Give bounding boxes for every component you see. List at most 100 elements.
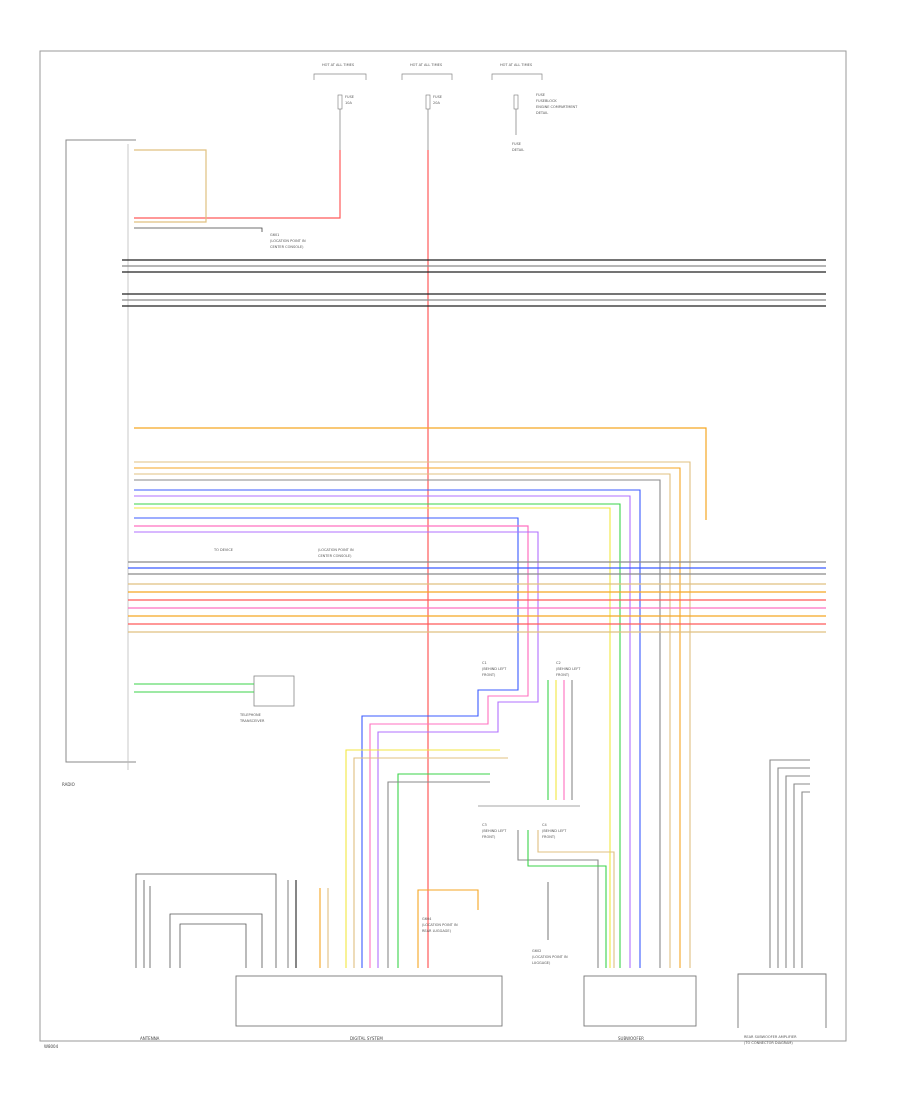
wire-c4-tan (537, 830, 615, 968)
antenna-inner (169, 913, 263, 968)
wire-violet-a (134, 495, 631, 968)
fuse-box-3: HOT AT ALL TIMES FUSE FUSEBLOCK ENGINE C… (491, 63, 578, 152)
wire-red-power-1 (134, 150, 341, 219)
c3-label-3: FRONT) (482, 835, 496, 839)
fuse-3-line-4: DETAIL (536, 111, 548, 115)
antenna-outline (135, 873, 277, 968)
rear-amp-label-1: REAR SUBWOOFER AMPLIFIER (744, 1035, 797, 1039)
telephone-box (253, 675, 295, 707)
c1-label-3: FRONT) (482, 673, 496, 677)
rear-wire-3 (785, 775, 810, 968)
fuse-2-fuse (425, 94, 431, 110)
ground-upper-3: CENTER CONSOLE) (270, 245, 304, 249)
amplifier-box (235, 975, 503, 1027)
c4-label-2: (BEHIND LEFT (542, 829, 567, 833)
antenna-label: ANTENNA (140, 1036, 160, 1041)
sub-ground-3: LUGGAGE) (532, 961, 551, 965)
wire-tan-a (134, 461, 691, 968)
amplifier-label: DIGITAL SYSTEM (350, 1036, 383, 1041)
fuse-2-frame (401, 73, 453, 80)
fuse-3-line-1: FUSE (536, 93, 545, 97)
fuse-3-fuse (513, 94, 519, 110)
ground-upper-2: (LOCATION POINT IN (270, 239, 306, 243)
c3-label-1: C3 (482, 823, 487, 827)
wire-violet-to-amp (377, 660, 539, 968)
c1-label-2: (BEHIND LEFT (482, 667, 507, 671)
wire-green-to-amp (397, 773, 490, 968)
wire-gray-a (134, 479, 661, 968)
subwoofer-box (583, 975, 697, 1027)
fuse-3-line-2: FUSEBLOCK (536, 99, 557, 103)
c2-label-2: (BEHIND LEFT (556, 667, 581, 671)
amp-ground-3: REAR LUGGAGE) (422, 929, 452, 933)
wire-orange-long (134, 427, 707, 520)
rear-amp-outline (737, 973, 827, 1028)
bus-color-bundle (128, 561, 826, 633)
wire-tan-loop (134, 149, 207, 223)
fuse-box-1: HOT AT ALL TIMES FUSE 10A (313, 63, 367, 110)
wire-pink-a (134, 525, 529, 660)
telephone-label-1: TELEPHONE (239, 713, 261, 717)
wire-c3-green (527, 830, 607, 968)
wire-pink-to-amp (369, 660, 529, 968)
ground-mid-1: TO DEVICE (213, 548, 233, 552)
sub-ground-1: G602 (532, 949, 541, 953)
fuse-1-line-2: 10A (345, 101, 352, 105)
fuse-2-line-2: 20A (433, 101, 440, 105)
rear-wires-frame (769, 759, 810, 968)
footer-code: W8004 (44, 1044, 59, 1049)
wire-blue-b (134, 517, 519, 660)
fuse-3-frame (491, 73, 543, 80)
connector-c4: C4 (BEHIND LEFT FRONT) (542, 823, 567, 839)
connector-c2: C2 (BEHIND LEFT FRONT) (556, 661, 581, 677)
wire-amp-ground (417, 889, 479, 968)
fuse-3-header: HOT AT ALL TIMES (500, 63, 533, 67)
c1-label-1: C1 (482, 661, 487, 665)
rear-wire-4 (793, 783, 810, 968)
wire-violet-b (134, 531, 539, 660)
rear-wire-2 (777, 767, 810, 968)
amp-ground-1: G604 (422, 917, 432, 921)
sub-ground-2: (LOCATION POINT IN (532, 955, 568, 959)
fuse-1-line-1: FUSE (345, 95, 354, 99)
wire-yellow-a (134, 507, 611, 968)
radio-outline (65, 139, 136, 763)
antenna-inner-2 (179, 923, 247, 968)
connector-c1: C1 (BEHIND LEFT FRONT) (482, 661, 507, 677)
radio-label: RADIO (62, 782, 75, 787)
wire-blue-to-amp (361, 660, 519, 968)
fuse-1-fuse (337, 94, 343, 110)
bus-black-group (122, 259, 826, 307)
wire-yellow-to-amp (345, 749, 500, 968)
fuse-2-line-1: FUSE (433, 95, 442, 99)
fuse-3-extra-2: DETAIL (512, 148, 524, 152)
ground-mid-2: (LOCATION POINT IN (318, 548, 354, 552)
fuse-3-line-3: ENGINE COMPARTMENT (536, 105, 578, 109)
wire-c3-gray (517, 830, 599, 968)
ground-upper-1: G601 (270, 233, 279, 237)
wire-gray-to-amp (387, 781, 490, 968)
fuse-1-frame (313, 73, 367, 80)
rear-wire-5 (801, 791, 810, 968)
wire-blue-a (134, 489, 641, 968)
diagram-frame (39, 50, 847, 1042)
wire-ground-upper (134, 227, 263, 232)
rear-amp-label-2: (TO CONNECTOR DIAGRAM) (744, 1041, 793, 1045)
fuse-2-header: HOT AT ALL TIMES (410, 63, 443, 67)
ground-mid-3: CENTER CONSOLE) (318, 554, 352, 558)
wire-tan-b (134, 473, 671, 968)
connector-c3: C3 (BEHIND LEFT FRONT) (482, 823, 507, 839)
c2-label-1: C2 (556, 661, 561, 665)
c3-label-2: (BEHIND LEFT (482, 829, 507, 833)
wire-orange-a (134, 467, 681, 968)
wire-tan-to-amp (353, 757, 508, 968)
c4-label-3: FRONT) (542, 835, 556, 839)
c4-label-1: C4 (542, 823, 547, 827)
subwoofer-label: SUBWOOFER (618, 1036, 644, 1041)
wire-green-a (134, 503, 621, 968)
fuse-3-extra-1: FUSE (512, 142, 521, 146)
amp-ground-2: (LOCATION POINT IN (422, 923, 458, 927)
telephone-label-2: TRANSCEIVER (239, 719, 265, 723)
fuse-box-2: HOT AT ALL TIMES FUSE 20A (401, 63, 453, 110)
